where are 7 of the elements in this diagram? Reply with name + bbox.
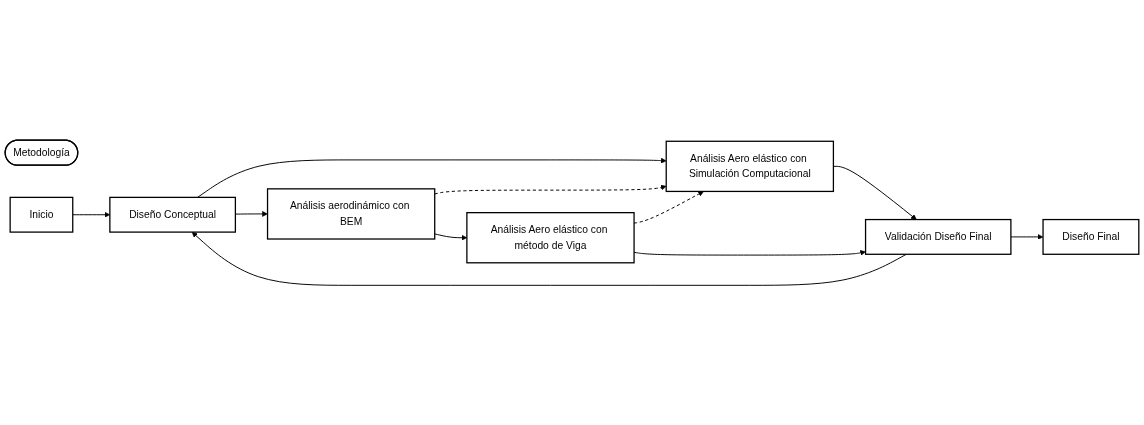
node-box: Análisis Aero elástico con Simulación Computacional (665, 140, 835, 192)
node-box: Diseño Final (1042, 218, 1140, 255)
node-box: Validación Diseño Final (864, 218, 1012, 255)
node-box: Análisis Aero elástico con método de Viga (466, 211, 635, 264)
node-box: Inicio (9, 196, 74, 233)
node-box: Análisis aerodinámico con BEM (266, 187, 436, 240)
node-box: Diseño Conceptual (109, 196, 237, 233)
